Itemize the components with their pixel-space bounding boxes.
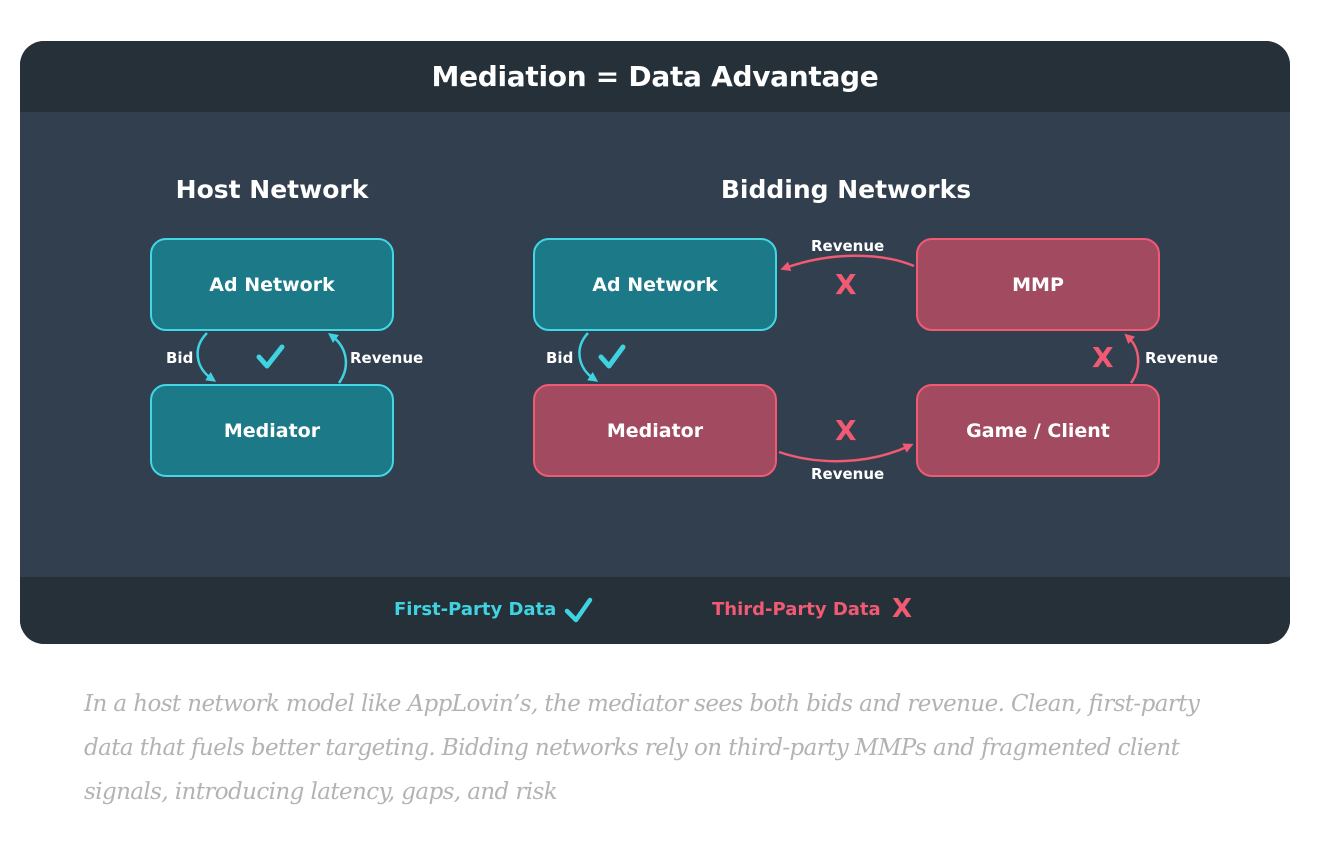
bidding-bid-label: Bid (546, 349, 574, 367)
revenue-label-mediator-to-client: Revenue (811, 465, 885, 483)
diagram-header: Mediation = Data Advantage (20, 41, 1290, 112)
figure-caption: In a host network model like AppLovin’s,… (84, 691, 1200, 805)
mmp-node: MMP (916, 238, 1160, 331)
x-mark-mediator-revenue: X (835, 414, 857, 447)
bidding-networks-heading: Bidding Networks (720, 175, 972, 204)
bidding-ad-network-node: Ad Network (533, 238, 777, 331)
revenue-label-mmp-to-ad-network: Revenue (811, 237, 885, 255)
x-mark-mmp-revenue: X (835, 268, 857, 301)
host-mediator-node: Mediator (150, 384, 394, 477)
diagram-title: Mediation = Data Advantage (431, 60, 879, 93)
bidding-mediator-node: Mediator (533, 384, 777, 477)
legend-bar (20, 577, 1290, 644)
diagram-card: Mediation = Data Advantage (20, 41, 1290, 644)
legend-x-mark: X (892, 594, 913, 624)
game-client-node: Game / Client (916, 384, 1160, 477)
host-revenue-label: Revenue (350, 349, 424, 367)
revenue-label-client-to-mmp: Revenue (1145, 349, 1219, 367)
legend-third-party: Third-Party Data (712, 599, 881, 620)
host-ad-network-node: Ad Network (150, 238, 394, 331)
x-mark-client-revenue: X (1092, 341, 1114, 374)
legend-first-party: First-Party Data (394, 599, 557, 620)
host-bid-label: Bid (166, 349, 194, 367)
host-network-heading: Host Network (175, 175, 369, 204)
diagram-body (20, 112, 1290, 577)
